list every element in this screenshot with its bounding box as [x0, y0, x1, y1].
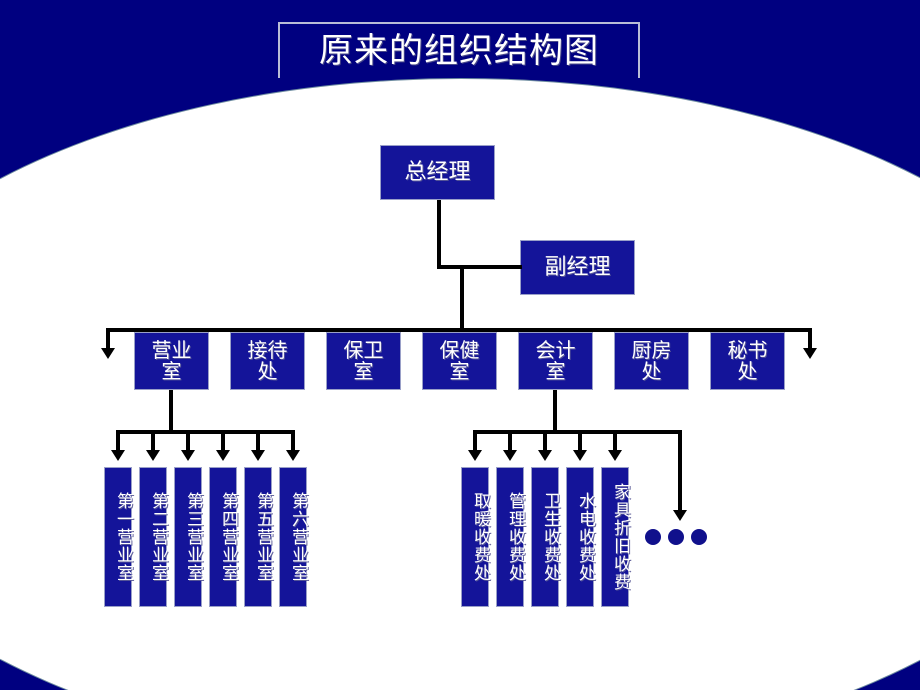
- node-department-0[interactable]: 营业室: [134, 332, 209, 390]
- node-sales-office-4[interactable]: 第五营业室: [244, 467, 273, 607]
- node-department-4-label: 会计室: [535, 338, 576, 383]
- node-department-1[interactable]: 接待处: [230, 332, 305, 390]
- arrow-bus-left: [101, 348, 115, 359]
- node-department-1-label: 接待处: [247, 338, 288, 383]
- connector-sales-stub-5: [291, 430, 295, 452]
- arrow-sales-1: [146, 450, 160, 461]
- connector-fee-stub-4: [613, 430, 617, 452]
- arrow-fee-4: [608, 450, 622, 461]
- node-sales-office-5-label: 第六营业室: [288, 492, 308, 582]
- arrow-sales-3: [216, 450, 230, 461]
- node-sales-office-2[interactable]: 第三营业室: [174, 467, 203, 607]
- node-general-manager-label: 总经理: [404, 159, 471, 185]
- node-department-3[interactable]: 保健室: [422, 332, 497, 390]
- node-sales-office-3[interactable]: 第四营业室: [209, 467, 238, 607]
- arrow-fee-2: [538, 450, 552, 461]
- node-sales-office-4-label: 第五营业室: [253, 492, 273, 582]
- arrow-sales-2: [181, 450, 195, 461]
- node-sales-office-1[interactable]: 第二营业室: [139, 467, 168, 607]
- title-band: [0, 0, 920, 78]
- connector-sales-drop: [169, 390, 173, 434]
- node-department-0-label: 营业室: [151, 338, 192, 383]
- node-fee-office-3[interactable]: 水电收费处: [566, 467, 595, 607]
- node-fee-office-2[interactable]: 卫生收费处: [531, 467, 560, 607]
- node-fee-office-2-label: 卫生收费处: [540, 492, 560, 582]
- connector-bus-right-stub: [808, 328, 812, 350]
- connector-sales-stub-0: [116, 430, 120, 452]
- node-general-manager[interactable]: 总经理: [380, 145, 495, 200]
- connector-fee-bus: [473, 430, 682, 434]
- connector-gm-to-dm: [437, 265, 522, 269]
- node-sales-office-0-label: 第一营业室: [113, 492, 133, 582]
- node-sales-office-5[interactable]: 第六营业室: [279, 467, 308, 607]
- node-department-2-label: 保卫室: [343, 338, 384, 383]
- connector-sales-bus: [116, 430, 295, 434]
- slide-title-box: 原来的组织结构图: [278, 22, 640, 78]
- connector-fee-stub-1: [508, 430, 512, 452]
- node-fee-office-4-label: 家具折旧收费: [610, 483, 630, 591]
- arrow-fee-1: [503, 450, 517, 461]
- connector-fee-stub-3: [578, 430, 582, 452]
- node-department-3-label: 保健室: [439, 338, 480, 383]
- connector-fee-stub-0: [473, 430, 477, 452]
- node-fee-office-1-label: 管理收费处: [505, 492, 525, 582]
- node-department-5[interactable]: 厨房处: [614, 332, 689, 390]
- arrow-sales-5: [286, 450, 300, 461]
- arrow-fee-3: [573, 450, 587, 461]
- connector-trunk-to-bus: [460, 265, 464, 332]
- arrow-bus-right: [803, 348, 817, 359]
- node-fee-office-0-label: 取暖收费处: [470, 492, 490, 582]
- node-department-6-label: 秘书处: [727, 338, 768, 383]
- connector-sales-stub-4: [256, 430, 260, 452]
- node-sales-office-3-label: 第四营业室: [218, 492, 238, 582]
- ellipsis-dot-1: [645, 529, 661, 545]
- node-sales-office-0[interactable]: 第一营业室: [104, 467, 133, 607]
- node-fee-office-4[interactable]: 家具折旧收费: [601, 467, 630, 607]
- connector-department-bus: [106, 328, 812, 332]
- connector-gm-vertical: [437, 200, 441, 269]
- arrow-fee-more: [673, 510, 687, 521]
- ellipsis-dot-2: [668, 529, 684, 545]
- page-title: 原来的组织结构图: [319, 31, 599, 71]
- node-deputy-manager[interactable]: 副经理: [520, 240, 635, 295]
- node-fee-office-3-label: 水电收费处: [575, 492, 595, 582]
- node-deputy-manager-label: 副经理: [544, 254, 611, 280]
- node-fee-office-0[interactable]: 取暖收费处: [461, 467, 490, 607]
- connector-fee-drop: [553, 390, 557, 434]
- arrow-fee-0: [468, 450, 482, 461]
- connector-fee-stub-2: [543, 430, 547, 452]
- node-department-6[interactable]: 秘书处: [710, 332, 785, 390]
- node-fee-office-1[interactable]: 管理收费处: [496, 467, 525, 607]
- arrow-sales-0: [111, 450, 125, 461]
- node-department-4[interactable]: 会计室: [518, 332, 593, 390]
- arrow-sales-4: [251, 450, 265, 461]
- node-department-2[interactable]: 保卫室: [326, 332, 401, 390]
- connector-sales-stub-2: [186, 430, 190, 452]
- node-sales-office-1-label: 第二营业室: [148, 492, 168, 582]
- node-department-5-label: 厨房处: [631, 338, 672, 383]
- connector-bus-left-stub: [106, 328, 110, 350]
- node-sales-office-2-label: 第三营业室: [183, 492, 203, 582]
- connector-sales-stub-3: [221, 430, 225, 452]
- connector-sales-stub-1: [151, 430, 155, 452]
- connector-fee-stub-more: [678, 430, 682, 512]
- ellipsis-dot-3: [691, 529, 707, 545]
